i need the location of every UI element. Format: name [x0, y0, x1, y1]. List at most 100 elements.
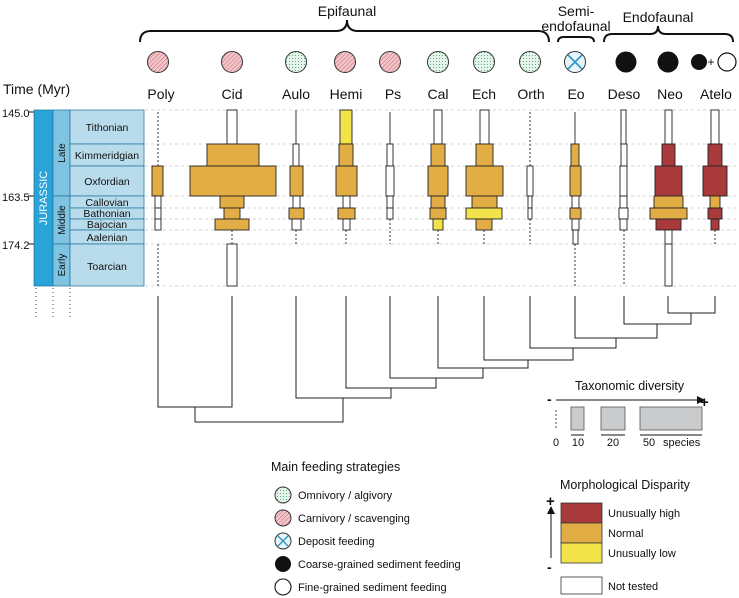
diversity-plus: + [700, 394, 709, 411]
ps-column [385, 112, 395, 244]
omnivory-icon [427, 51, 449, 73]
phylogenetic-tree [157, 296, 716, 423]
fine-sediment-icon [274, 578, 292, 596]
time-tick: 145.0 [2, 108, 30, 120]
disparity-swatch-low [560, 542, 603, 564]
epoch-label: Middle [57, 205, 68, 235]
diversity-columns [151, 109, 728, 287]
disparity-label: Normal [608, 528, 643, 540]
omnivory-icon [519, 51, 541, 73]
endofaunal-label: Endofaunal [623, 9, 694, 25]
carnivory-icon [221, 51, 243, 73]
semi-endofaunal-bracket [557, 36, 595, 43]
coarse-sediment-icon [615, 51, 637, 73]
stage-box [69, 165, 145, 197]
feeding-legend-label: Deposit feeding [298, 536, 374, 548]
timescale: JURASSIC Late Middle Early Tithonian Kim… [33, 109, 145, 318]
disparity-minus: - [547, 559, 552, 575]
disparity-label: Not tested [608, 581, 658, 593]
epifaunal-label: Epifaunal [318, 3, 376, 19]
epifaunal-bracket [139, 19, 550, 43]
epoch-label: Late [57, 143, 68, 163]
disparity-swatch-high [560, 502, 603, 524]
feeding-legend-title: Main feeding strategies [271, 460, 400, 474]
orth-column [526, 112, 534, 244]
taxon-label: Hemi [330, 86, 363, 102]
stage-label: Aalenian [87, 232, 128, 244]
deposit-feeding-icon [564, 51, 586, 73]
carnivory-icon [274, 509, 292, 527]
stage-label: Kimmeridgian [75, 150, 139, 162]
cid-column [189, 109, 277, 287]
diversity-legend-title: Taxonomic diversity [575, 379, 685, 393]
taxon-labels: Poly Cid Aulo Hemi Ps Cal Ech Orth Eo De… [147, 86, 732, 102]
disparity-swatch-not-tested [560, 576, 603, 595]
taxon-label: Atelo [700, 86, 732, 102]
diversity-value: 0 [553, 437, 559, 449]
deposit-feeding-icon [274, 532, 292, 550]
stage-label: Tithonian [86, 122, 129, 134]
endofaunal-bracket [603, 25, 734, 43]
coarse-sediment-icon [275, 556, 291, 572]
coarse-sediment-icon [691, 54, 707, 70]
semi-endofaunal-label-2: endofaunal [541, 18, 610, 34]
time-axis-label: Time (Myr) [3, 81, 70, 97]
epoch-label: Early [57, 254, 68, 277]
cal-column [427, 109, 449, 244]
period-label: JURASSIC [38, 171, 50, 225]
neo-column [649, 109, 688, 287]
omnivory-icon [285, 51, 307, 73]
taxon-label: Deso [608, 86, 641, 102]
diversity-value: 10 [572, 437, 584, 449]
stage-label: Bajocian [87, 219, 127, 231]
stage-label: Callovian [85, 197, 128, 209]
diversity-unit: species [663, 437, 701, 449]
time-tick: 174.2 [2, 240, 30, 252]
diversity-value: 20 [607, 437, 619, 449]
taxon-label: Ps [385, 86, 401, 102]
omnivory-icon [274, 486, 292, 504]
stage-label: Bathonian [83, 208, 130, 220]
plus-sign: + [707, 55, 714, 69]
taxon-label: Poly [147, 86, 174, 102]
taxon-label: Neo [657, 86, 683, 102]
diversity-legend: Taxonomic diversity - + 0 10 20 50 speci… [547, 379, 709, 449]
stage-label: Toarcian [87, 261, 127, 273]
stage-box [69, 243, 145, 287]
feeding-legend-label: Carnivory / scavenging [298, 513, 410, 525]
poly-column [151, 112, 164, 286]
coarse-sediment-icon [657, 51, 679, 73]
feeding-legend: Main feeding strategies Omnivory / algiv… [271, 460, 461, 596]
carnivory-icon [147, 51, 169, 73]
diversity-minus: - [547, 391, 552, 407]
fine-sediment-icon [717, 52, 737, 72]
semi-endofaunal-label-1: Semi- [558, 3, 595, 19]
taxon-label: Orth [517, 86, 544, 102]
hemi-column [335, 109, 358, 244]
disparity-label: Unusually high [608, 508, 680, 520]
ech-column [465, 109, 504, 244]
aulo-column [288, 110, 305, 244]
feeding-legend-label: Fine-grained sediment feeding [298, 582, 447, 594]
feeding-legend-label: Omnivory / algivory [298, 490, 393, 502]
eo-column [569, 112, 582, 286]
taxon-label: Cid [221, 86, 242, 102]
stage-box [69, 109, 145, 145]
disparity-legend-title: Morphological Disparity [560, 478, 691, 492]
taxon-label: Eo [567, 86, 584, 102]
carnivory-icon [334, 51, 356, 73]
carnivory-icon [379, 51, 401, 73]
taxon-label: Cal [427, 86, 448, 102]
taxon-label: Aulo [282, 86, 310, 102]
atelo-column [702, 109, 728, 244]
taxon-label: Ech [472, 86, 496, 102]
disparity-plus: + [546, 493, 555, 510]
stage-label: Oxfordian [84, 176, 130, 188]
deso-column [618, 109, 629, 286]
feeding-icon-row: + [147, 51, 737, 73]
time-tick: 163.5 [2, 192, 30, 204]
diversity-value: 50 [643, 437, 655, 449]
disparity-swatch-normal [560, 522, 603, 544]
disparity-legend: Morphological Disparity + - Unusually hi… [546, 478, 691, 595]
